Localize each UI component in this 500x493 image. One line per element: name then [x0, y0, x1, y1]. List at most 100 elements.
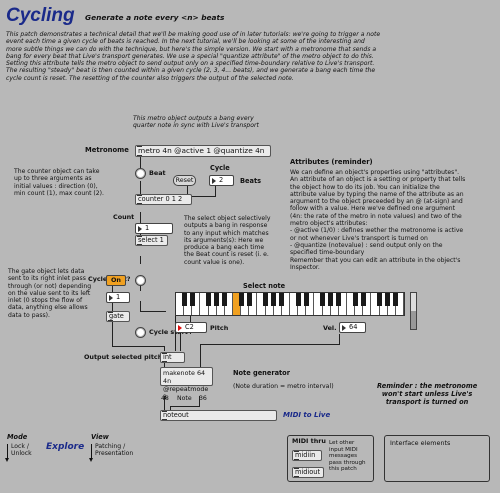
black-key[interactable] [376, 293, 383, 306]
black-key[interactable] [181, 293, 187, 306]
explore-label: Explore [46, 442, 85, 452]
reminder-line: Reminder : the metronome [377, 382, 478, 390]
reminder-line: won't start unless Live's [381, 390, 473, 398]
white-key[interactable] [363, 293, 372, 315]
cycle-start-bang[interactable] [135, 327, 146, 338]
select-comment-line: outputs a bang in response [184, 222, 268, 230]
midi-thru-line: messages [329, 453, 358, 460]
wire [339, 334, 340, 344]
wire [140, 311, 166, 312]
makenote-object[interactable]: makenote 64 4n @repeatmode 1 [160, 367, 213, 401]
white-key[interactable] [306, 293, 315, 315]
counter-object[interactable]: counter 0 1 2 [135, 194, 192, 205]
view-text: Patching / Presentation [95, 443, 133, 458]
gate-value: 1 [116, 293, 121, 301]
wire [199, 396, 200, 406]
on-toggle-label: On [111, 276, 121, 284]
select-comment-line: to any input which matches [184, 229, 269, 237]
wire [170, 406, 171, 410]
counter-comment-line: min count (1), max count (2). [14, 189, 104, 197]
select-comment-line: its arguments(s): Here we [184, 236, 264, 244]
attributes-line: An attribute of an object is a setting o… [290, 176, 466, 184]
black-key[interactable] [352, 293, 358, 306]
black-key[interactable] [336, 293, 342, 306]
midi-thru-title: MIDI thru [292, 437, 326, 445]
black-key[interactable] [271, 293, 277, 306]
view-line: Presentation [95, 450, 134, 458]
midiout-object[interactable]: midiout [292, 467, 324, 478]
select-comment-line: count value is one). [184, 258, 245, 266]
midi-thru-line: input MIDI [329, 446, 358, 453]
output-pitch-label: Output selected pitch [84, 353, 163, 361]
noteout-object[interactable]: noteout [160, 410, 277, 421]
makenote-line: @repeatmode 1 [163, 385, 209, 401]
black-key[interactable] [238, 293, 244, 306]
wire [112, 297, 113, 311]
black-key[interactable] [214, 293, 220, 306]
metro-object[interactable]: metro 4n @active 1 @quantize 4n [135, 145, 271, 157]
beat-bang[interactable] [135, 168, 146, 179]
page-subtitle: Generate a note every <n> beats [85, 13, 225, 22]
number-arrow-icon [212, 178, 216, 184]
black-key[interactable] [262, 293, 269, 306]
midiin-object[interactable]: midiin [292, 450, 322, 461]
attributes-line: or not whenever Live's transport is turn… [290, 234, 428, 242]
attributes-line: attribute value by typing the name of th… [290, 190, 464, 198]
cycle-start-bang-empty[interactable] [135, 275, 146, 286]
gate-comment-line: inlet (0 stops the flow of [8, 297, 83, 305]
select-comment-line: the Beat count is reset (i. e. [184, 251, 269, 259]
int-object[interactable]: int [160, 352, 185, 363]
intro-line: event each time a given cycle of beats i… [6, 38, 365, 46]
black-key[interactable] [295, 293, 301, 306]
gate-comment-line: The gate object lets data [8, 268, 85, 275]
counter-comment-line: initial values : direction (0), [14, 182, 98, 190]
black-key[interactable] [189, 293, 195, 306]
black-key[interactable] [246, 293, 252, 306]
on-toggle[interactable]: On [106, 275, 126, 286]
mode-arrow-icon [7, 444, 8, 460]
black-key[interactable] [360, 293, 366, 306]
white-key[interactable] [224, 293, 233, 315]
black-key[interactable] [319, 293, 326, 306]
black-key[interactable] [328, 293, 334, 306]
pitch-number-box[interactable]: C2 [175, 322, 207, 333]
note-generator-label: Note generator [233, 369, 290, 377]
view-title: View [91, 433, 109, 441]
white-key[interactable] [338, 293, 347, 315]
gate-comment-line: on the value sent to its left [8, 289, 91, 297]
attributes-line: Remember that you can edit an attribute … [290, 256, 461, 264]
gate-object[interactable]: gate [106, 311, 130, 322]
black-key[interactable] [393, 293, 399, 306]
attributes-line: (4n: the rate of the metro in note value… [290, 212, 462, 220]
reminder-text: Reminder : the metronome won't start unl… [377, 382, 477, 406]
white-key[interactable] [249, 293, 258, 315]
black-key[interactable] [222, 293, 228, 306]
count-value: 1 [145, 224, 150, 232]
piano-keyboard[interactable] [175, 292, 405, 316]
black-key[interactable] [385, 293, 391, 306]
gate-number-box[interactable]: 1 [106, 292, 130, 303]
attributes-line: - @active (1/0) : defines wether the met… [290, 227, 464, 235]
wire [175, 332, 176, 351]
white-key[interactable] [281, 293, 290, 315]
cycle-value: 2 [219, 176, 224, 184]
counter-comment-line: up to three arguments as [14, 175, 92, 183]
intro-line: The resulting "steady" beat is then coun… [6, 67, 376, 75]
reset-button[interactable]: Reset [173, 175, 196, 186]
reminder-line: transport is turned on [385, 398, 469, 406]
intro-text: This patch demonstrates a technical deta… [6, 31, 496, 82]
select-object[interactable]: select 1 [135, 235, 168, 246]
cycle-label: Cycle [210, 164, 230, 172]
wire [176, 196, 216, 197]
black-key[interactable] [279, 293, 285, 306]
mode-arrowhead-icon [5, 458, 9, 462]
white-key[interactable] [395, 293, 404, 315]
black-key[interactable] [205, 293, 212, 306]
attributes-line: follow with a value. Here we've defined … [290, 205, 456, 213]
velocity-number-box[interactable]: 64 [339, 322, 366, 333]
midi-thru-comment: Let other input MIDI messages pass throu… [329, 440, 366, 473]
cycle-number-box[interactable]: 2 [209, 175, 234, 186]
white-key[interactable] [192, 293, 201, 315]
wire [140, 181, 141, 201]
black-key[interactable] [303, 293, 309, 306]
